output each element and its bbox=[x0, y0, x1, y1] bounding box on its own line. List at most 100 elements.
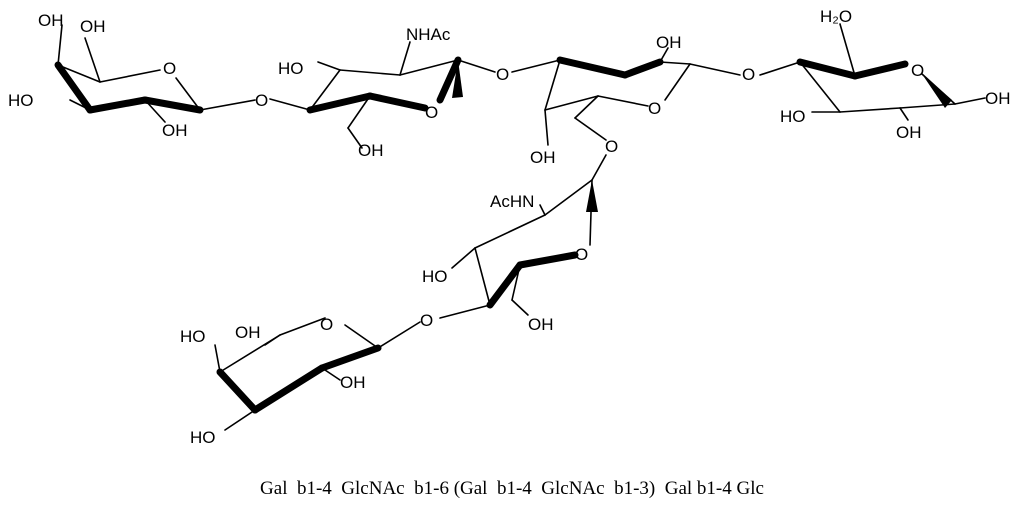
ring-bond-heavy bbox=[366, 92, 429, 112]
glcnac-ring-top bbox=[269, 41, 496, 149]
label-hydroxymethyl: H₂O bbox=[820, 7, 852, 26]
label-glycosidic-oxygen: O bbox=[420, 311, 433, 330]
ring-bond-heavy bbox=[54, 61, 94, 114]
ring-bond bbox=[279, 317, 326, 336]
label-hydroxyl: HO bbox=[422, 267, 448, 286]
substituent-bond bbox=[954, 97, 986, 105]
ring-bond-heavy bbox=[556, 56, 629, 79]
label-hydroxyl: HO bbox=[190, 428, 216, 447]
ring-bond bbox=[664, 63, 691, 101]
substituent-bond bbox=[591, 154, 607, 181]
ring-bond-heavy bbox=[796, 58, 859, 80]
ring-bond-heavy bbox=[141, 96, 204, 114]
ring-bond bbox=[799, 61, 841, 113]
substituent-bond bbox=[511, 299, 529, 316]
substituent-bond bbox=[511, 264, 521, 301]
label-hydroxyl: HO bbox=[278, 59, 304, 78]
glcnac-ring-bottom bbox=[439, 154, 607, 319]
substituent-bond bbox=[224, 409, 256, 431]
label-hydroxyl: OH bbox=[358, 141, 384, 160]
substituent-bond bbox=[451, 247, 476, 269]
ring-bond bbox=[597, 95, 649, 107]
substituent-bond bbox=[539, 204, 546, 216]
stereo-wedge bbox=[922, 74, 952, 108]
label-hydroxyl: OH bbox=[528, 315, 554, 334]
ring-bond-heavy bbox=[306, 92, 374, 114]
ring-bond bbox=[544, 95, 599, 111]
substituent-bond bbox=[544, 109, 549, 146]
substituent-bond bbox=[899, 107, 909, 121]
label-hydroxyl: OH bbox=[162, 121, 188, 140]
substituent-bond bbox=[214, 344, 221, 373]
label-hydroxyl: OH bbox=[530, 148, 556, 167]
ring-bond-heavy bbox=[851, 60, 909, 80]
label-glycosidic-oxygen: O bbox=[742, 65, 755, 84]
ring-bond bbox=[399, 59, 459, 76]
ring-bond bbox=[57, 64, 101, 83]
substituent-bond bbox=[317, 61, 341, 71]
substituent-bond bbox=[269, 98, 311, 111]
substituent-bond bbox=[84, 37, 101, 83]
label-glycosidic-oxygen: O bbox=[255, 91, 268, 110]
label-glycosidic-oxygen: O bbox=[605, 137, 618, 156]
galactose-ring-center bbox=[511, 47, 741, 146]
substituent-bond bbox=[457, 59, 496, 73]
ring-bond bbox=[344, 324, 379, 349]
substituent-bond bbox=[759, 61, 801, 76]
stereo-wedge bbox=[452, 60, 463, 98]
substituent-bond bbox=[377, 321, 421, 349]
label-hydroxyl: OH bbox=[985, 89, 1011, 108]
substituent-bond bbox=[347, 127, 363, 149]
label-hydroxyl: OH bbox=[896, 123, 922, 142]
galactose-ring-top bbox=[54, 24, 256, 123]
substituent-bond bbox=[511, 59, 561, 73]
galactose-ring-bottom bbox=[214, 317, 421, 431]
ring-bond bbox=[339, 69, 401, 76]
label-acetamido: AcHN bbox=[490, 192, 534, 211]
ring-bond bbox=[659, 61, 691, 65]
substituent-bond bbox=[439, 304, 491, 319]
ring-bond bbox=[309, 69, 341, 111]
label-ring-oxygen: O bbox=[575, 245, 588, 264]
label-glycosidic-oxygen: O bbox=[496, 65, 509, 84]
label-hydroxyl: OH bbox=[656, 33, 682, 52]
label-hydroxyl: OH bbox=[235, 323, 261, 342]
ring-bond bbox=[544, 179, 593, 216]
ring-bond-heavy bbox=[486, 261, 524, 309]
ring-bond bbox=[474, 247, 491, 306]
ring-bond bbox=[474, 214, 546, 249]
substituent-bond bbox=[399, 41, 411, 76]
ring-bond bbox=[175, 77, 201, 111]
label-acetamido: NHAc bbox=[406, 25, 451, 44]
ring-bond-heavy bbox=[318, 344, 382, 372]
substituent-bond bbox=[689, 63, 741, 76]
label-ring-oxygen: O bbox=[911, 61, 924, 80]
label-hydroxyl: OH bbox=[80, 17, 106, 36]
ring-bond-heavy bbox=[621, 58, 664, 79]
substituent-bond bbox=[264, 334, 281, 346]
substituent-bond bbox=[839, 23, 856, 77]
ring-bond-heavy bbox=[436, 56, 462, 104]
substituent-bond bbox=[574, 117, 607, 141]
substituent-bond bbox=[57, 24, 63, 66]
label-hydroxyl: OH bbox=[38, 11, 64, 30]
label-ring-oxygen: O bbox=[648, 99, 661, 118]
label-hydroxyl: HO bbox=[8, 91, 34, 110]
structure-caption: Gal b1-4 GlcNAc b1-6 (Gal b1-4 GlcNAc b1… bbox=[260, 478, 764, 499]
substituent-bond bbox=[574, 95, 599, 119]
substituent-bond bbox=[69, 99, 91, 111]
label-hydroxyl: HO bbox=[780, 107, 806, 126]
substituent-bond bbox=[321, 367, 341, 381]
substituent-bond bbox=[144, 99, 166, 123]
label-hydroxyl: OH bbox=[340, 373, 366, 392]
ring-bond-heavy bbox=[216, 368, 259, 414]
stereo-wedge bbox=[586, 180, 598, 212]
label-ring-oxygen: O bbox=[163, 59, 176, 78]
ring-bond bbox=[544, 59, 561, 111]
label-ring-oxygen: O bbox=[320, 315, 333, 334]
label-hydroxyl: HO bbox=[180, 327, 206, 346]
label-ring-oxygen: O bbox=[425, 103, 438, 122]
glucose-ring bbox=[759, 23, 986, 121]
ring-bond-heavy bbox=[86, 96, 149, 114]
